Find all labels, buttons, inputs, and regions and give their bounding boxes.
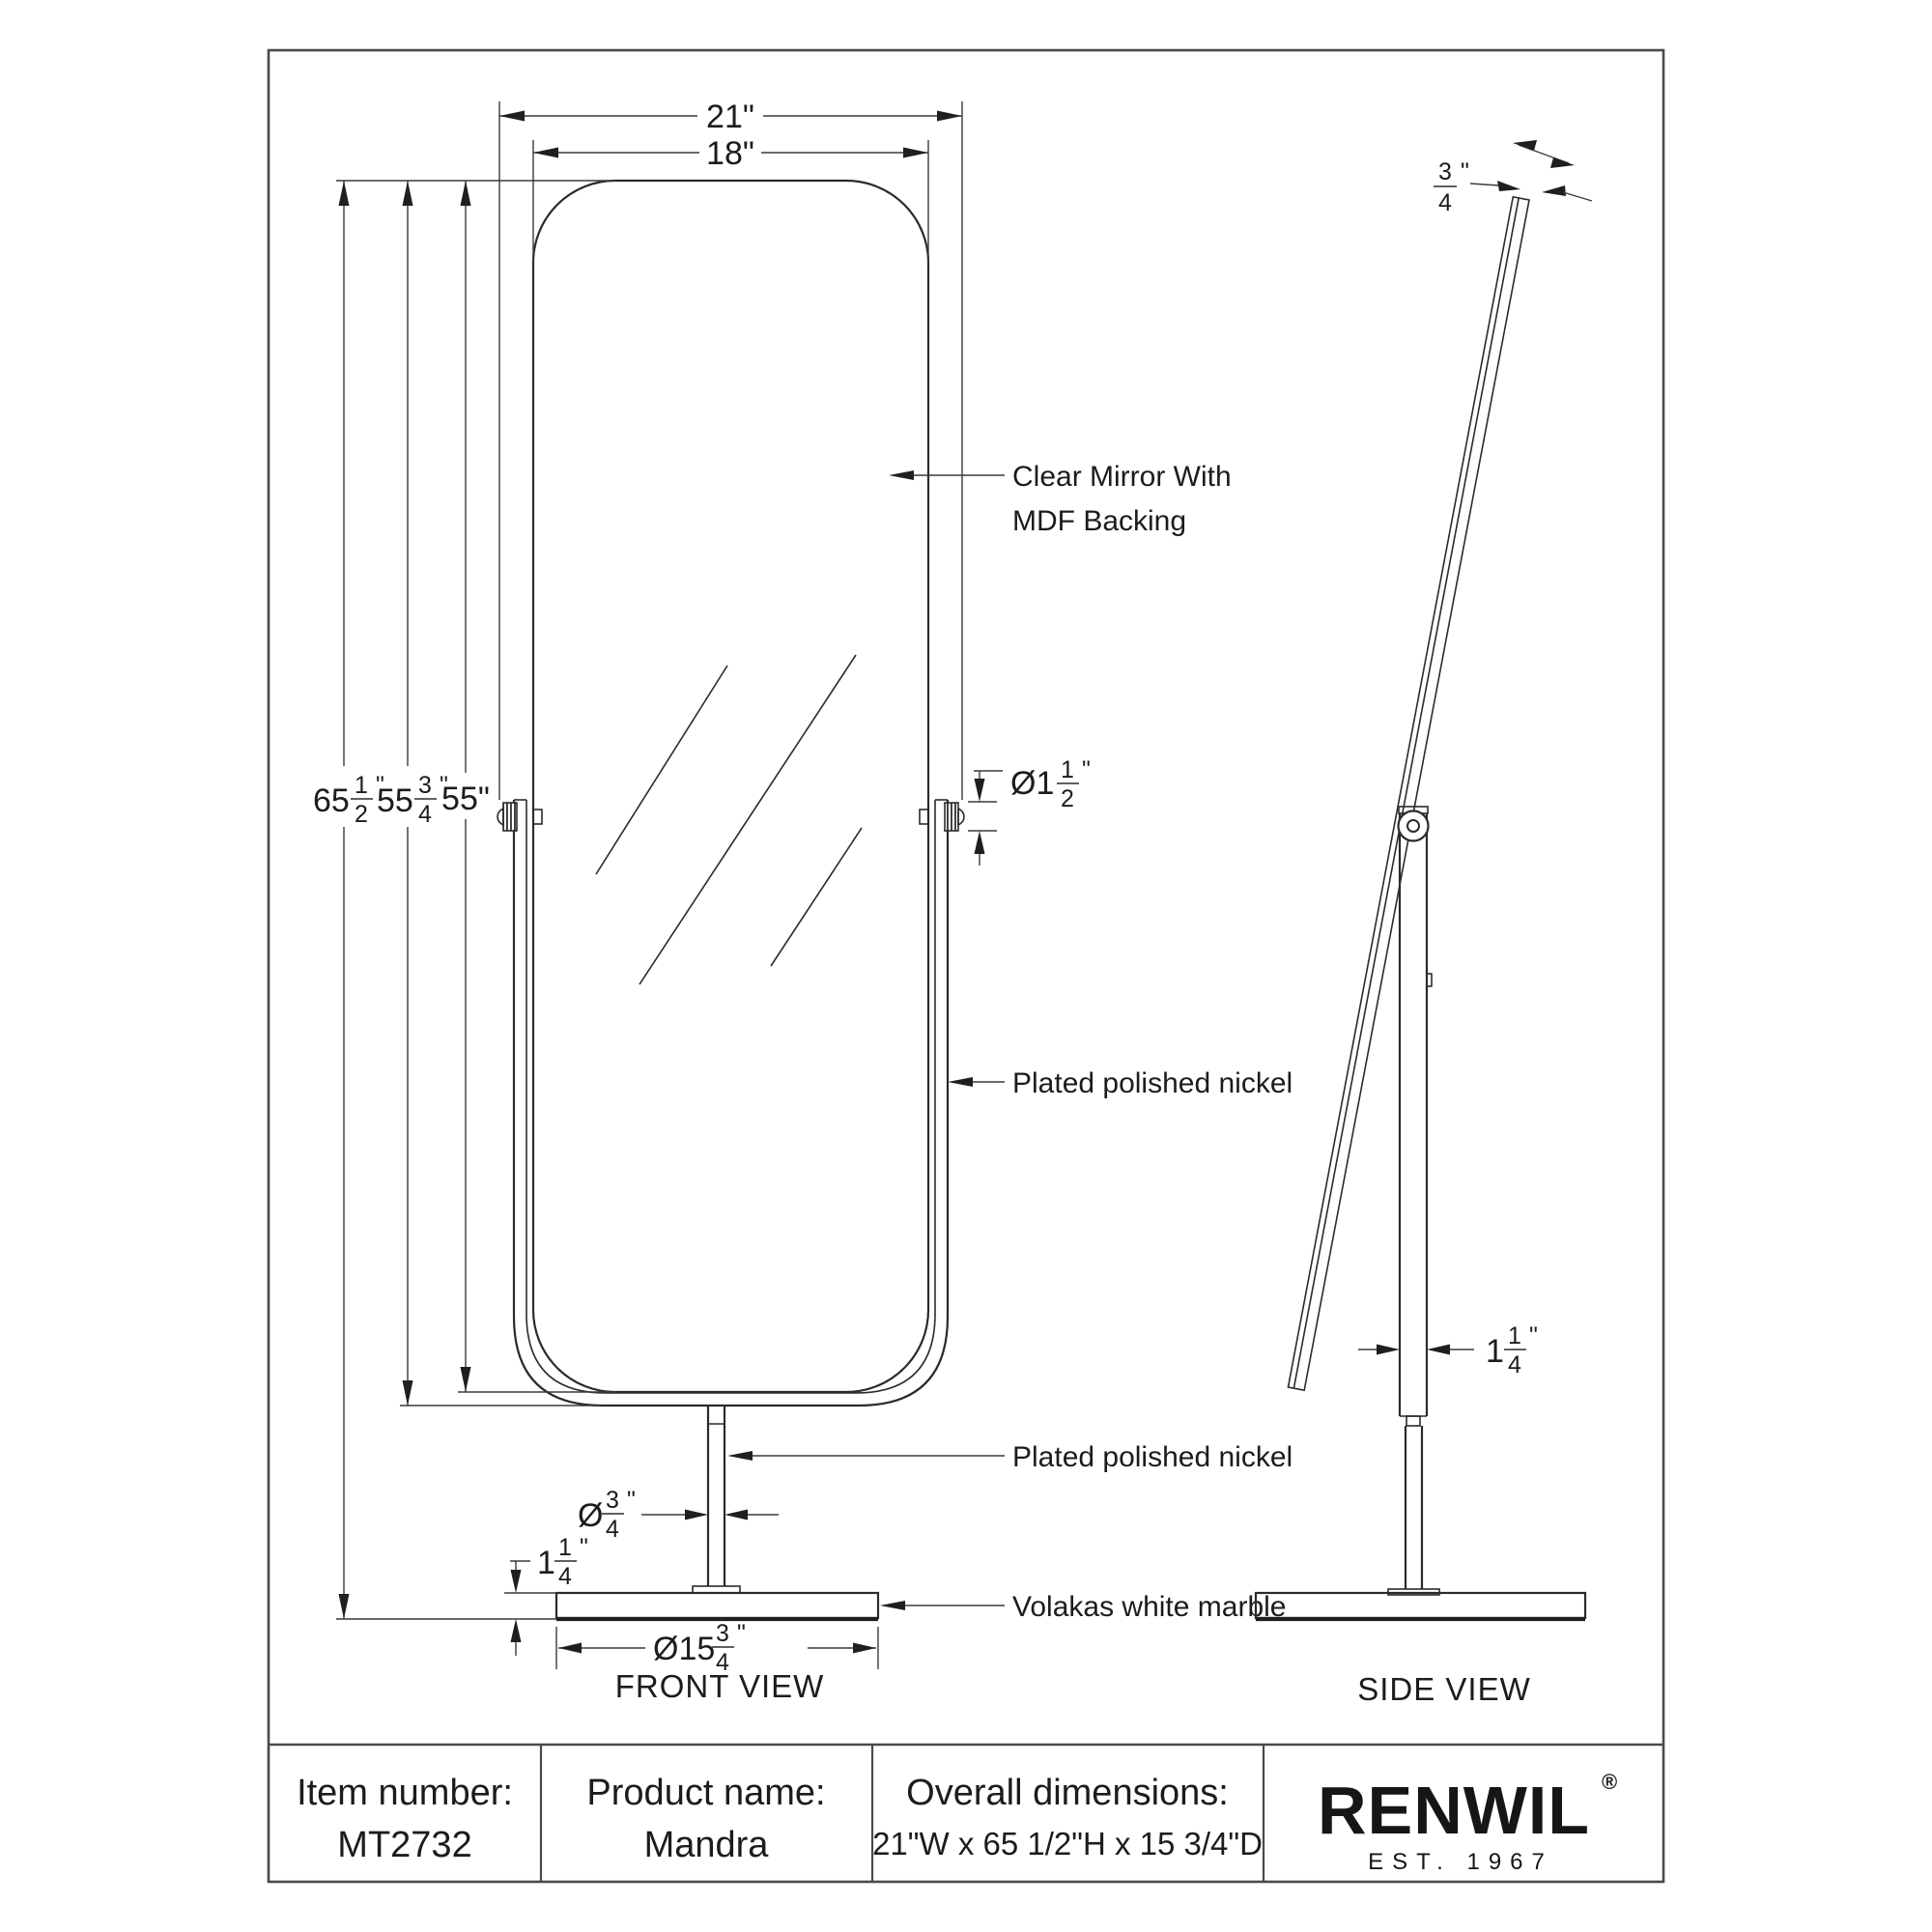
label-marble: Volakas white marble — [880, 1591, 1286, 1623]
dim-based-den: 4 — [716, 1649, 729, 1676]
product-name-label: Product name: — [586, 1773, 825, 1813]
dim-overall-whole: 65 — [313, 782, 350, 819]
dim-based-num: 3 — [716, 1620, 729, 1647]
label-clear-mirror-line1: Clear Mirror With — [1012, 461, 1232, 493]
knurled-knob-left — [502, 802, 518, 832]
dim-thick-num: 3 — [1438, 158, 1452, 185]
dim-based-prefix: Ø15 — [653, 1631, 715, 1667]
extension-lines-left — [336, 180, 615, 1620]
dim-pole-prefix: Ø — [578, 1497, 603, 1534]
dim-pivot-num: 1 — [1061, 756, 1074, 783]
label-clear-mirror: Clear Mirror With MDF Backing — [889, 461, 1232, 537]
dim-mirror-thickness: 3 4 " — [1434, 140, 1593, 216]
side-base — [1254, 1591, 1587, 1622]
pivot-plate-right — [919, 809, 929, 825]
dim-baseh-den: 4 — [558, 1563, 572, 1590]
dim-barw-whole: 1 — [1486, 1333, 1504, 1370]
dim-thick-den: 4 — [1438, 189, 1452, 216]
dim-bar-width: 1 1 4 " — [1358, 1322, 1538, 1378]
registered-mark: ® — [1602, 1770, 1617, 1794]
side-view-caption: SIDE VIEW — [1357, 1671, 1531, 1707]
pivot-plate-left — [532, 809, 543, 825]
mirror-outline — [531, 179, 930, 1394]
dim-overall-den: 2 — [355, 801, 368, 828]
side-pole — [1387, 1426, 1440, 1596]
dim-baseh-inch: " — [580, 1534, 588, 1561]
label-plated-frame: Plated polished nickel — [948, 1067, 1293, 1099]
dim-overall-inch: " — [376, 772, 384, 799]
product-name-value: Mandra — [644, 1825, 770, 1865]
bar-pole-neck — [1406, 1415, 1421, 1427]
dim-thick-inch: " — [1461, 158, 1469, 185]
knob-dome-left — [497, 807, 504, 827]
dim-width-18: 18" — [532, 135, 929, 263]
title-block: Item number: MT2732 Product name: Mandra… — [269, 1743, 1663, 1882]
dim-pivot-prefix: Ø1 — [1010, 765, 1054, 802]
dim-height-mirror: 55" — [441, 181, 490, 1392]
knurled-knob-right — [944, 802, 959, 832]
frame-u-shape — [512, 799, 950, 1407]
item-number-label: Item number: — [297, 1773, 513, 1813]
front-pole — [692, 1406, 741, 1594]
dim-frame-inch: " — [440, 772, 448, 799]
dim-frame-den: 4 — [418, 801, 432, 828]
dim-barw-num: 1 — [1508, 1322, 1521, 1350]
overall-dims-label: Overall dimensions: — [906, 1773, 1229, 1813]
label-plated-frame-text: Plated polished nickel — [1012, 1067, 1293, 1099]
dim-frame-whole: 55 — [377, 782, 413, 819]
label-plated-pole: Plated polished nickel — [727, 1441, 1293, 1473]
side-pivot-inner — [1406, 819, 1420, 833]
dim-pole-inch: " — [627, 1487, 636, 1514]
pivot-knobs — [497, 802, 965, 832]
overall-dims-value: 21"W x 65 1/2"H x 15 3/4"D — [872, 1826, 1263, 1861]
marble-base-side — [1254, 1591, 1587, 1620]
dim-width-outer-text: 21" — [706, 99, 754, 135]
dim-barw-inch: " — [1529, 1322, 1538, 1350]
dim-pivot-den: 2 — [1061, 785, 1074, 812]
side-view — [1254, 195, 1587, 1622]
dim-pivot-inch: " — [1082, 756, 1091, 783]
sheet-border — [267, 48, 1665, 1884]
dim-pivot-diameter: Ø1 1 2 " — [968, 756, 1091, 866]
dim-frame-num: 3 — [418, 772, 432, 799]
item-number-value: MT2732 — [337, 1825, 471, 1865]
side-stand-bar — [1398, 806, 1433, 1427]
dim-based-inch: " — [737, 1620, 746, 1647]
dim-overall-num: 1 — [355, 772, 368, 799]
dim-base-height: 1 1 4 " — [504, 1534, 588, 1656]
dim-base-diameter: Ø15 3 4 " — [555, 1620, 879, 1676]
dim-pole-den: 4 — [606, 1516, 619, 1543]
dim-height-mirror-text: 55" — [441, 781, 490, 817]
front-base — [554, 1591, 880, 1622]
dim-pole-diameter: Ø 3 4 " — [578, 1487, 779, 1543]
set-screw — [1426, 973, 1433, 987]
side-mirror-slab — [1287, 195, 1530, 1392]
label-marble-text: Volakas white marble — [1012, 1591, 1286, 1623]
dim-pole-num: 3 — [606, 1487, 619, 1514]
mirror-reflection-lines — [595, 654, 863, 985]
front-view — [497, 179, 965, 1622]
brand-established: EST. 1967 — [1368, 1849, 1553, 1875]
label-plated-pole-text: Plated polished nickel — [1012, 1441, 1293, 1473]
brand-wordmark: RENWIL — [1318, 1773, 1590, 1848]
dim-height-frame: 55 3 4 " — [377, 181, 448, 1406]
dim-baseh-num: 1 — [558, 1534, 572, 1561]
dim-width-21: 21" — [498, 99, 963, 800]
marble-base-front — [554, 1591, 880, 1620]
dim-barw-den: 4 — [1508, 1351, 1521, 1378]
dim-baseh-whole: 1 — [537, 1545, 555, 1581]
label-clear-mirror-line2: MDF Backing — [1012, 505, 1186, 537]
dim-width-mirror-text: 18" — [706, 135, 754, 172]
renwil-logo: RENWIL ® EST. 1967 — [1318, 1770, 1617, 1875]
front-view-caption: FRONT VIEW — [615, 1668, 825, 1704]
knob-dome-right — [957, 807, 965, 827]
dim-height-overall: 65 1 2 " — [313, 181, 384, 1619]
